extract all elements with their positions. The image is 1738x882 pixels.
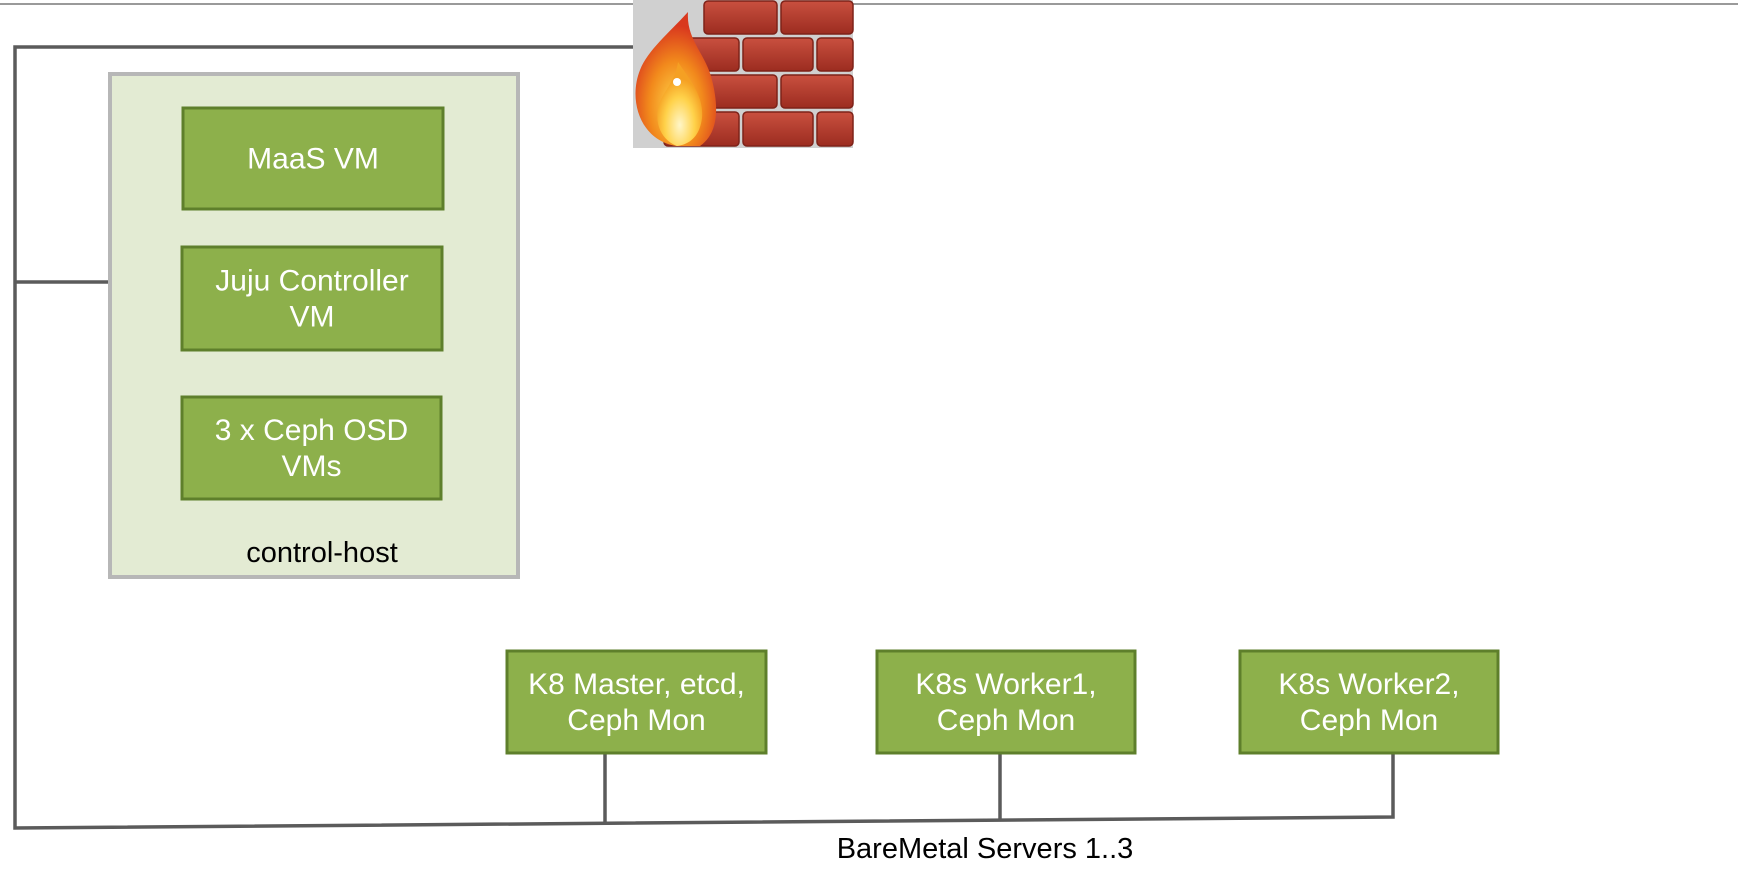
k8s-worker1-node-label-line-1: K8s Worker1, [915,668,1096,701]
juju-controller-vm-node-box [180,245,444,352]
k8s-worker1-node-box [875,649,1137,755]
maas-vm-node-box [181,106,445,211]
ceph-osd-vms-node-label-line-1: 3 x Ceph OSD [215,414,408,447]
servers-label: BareMetal Servers 1..3 [837,833,1134,865]
k8s-worker2-node-box [1238,649,1500,755]
k8-master-node-label-line-2: Ceph Mon [567,704,705,737]
k8-master-node-label-line-1: K8 Master, etcd, [528,668,745,701]
firewall-icon [633,0,854,148]
ceph-osd-vms-node-label-line-2: VMs [282,450,342,483]
k8-master-node: K8 Master, etcd,Ceph Mon [505,649,768,755]
uplink-line [13,45,1395,830]
maas-vm-node-label-line-1: MaaS VM [247,143,379,176]
control-host-label: control-host [246,537,398,569]
juju-controller-vm-node-label-line-1: Juju Controller [215,265,408,298]
k8s-worker2-node-label-line-1: K8s Worker2, [1278,668,1459,701]
maas-vm-node: MaaS VM [181,106,445,211]
ceph-osd-vms-node-box [180,395,443,501]
k8s-worker1-node: K8s Worker1,Ceph Mon [875,649,1137,755]
k8s-worker2-node: K8s Worker2,Ceph Mon [1238,649,1500,755]
k8s-worker1-node-label-line-2: Ceph Mon [937,704,1075,737]
k8-master-node-box [505,649,768,755]
k8s-worker2-node-label-line-2: Ceph Mon [1300,704,1438,737]
juju-controller-vm-node-label-line-2: VM [290,301,335,334]
